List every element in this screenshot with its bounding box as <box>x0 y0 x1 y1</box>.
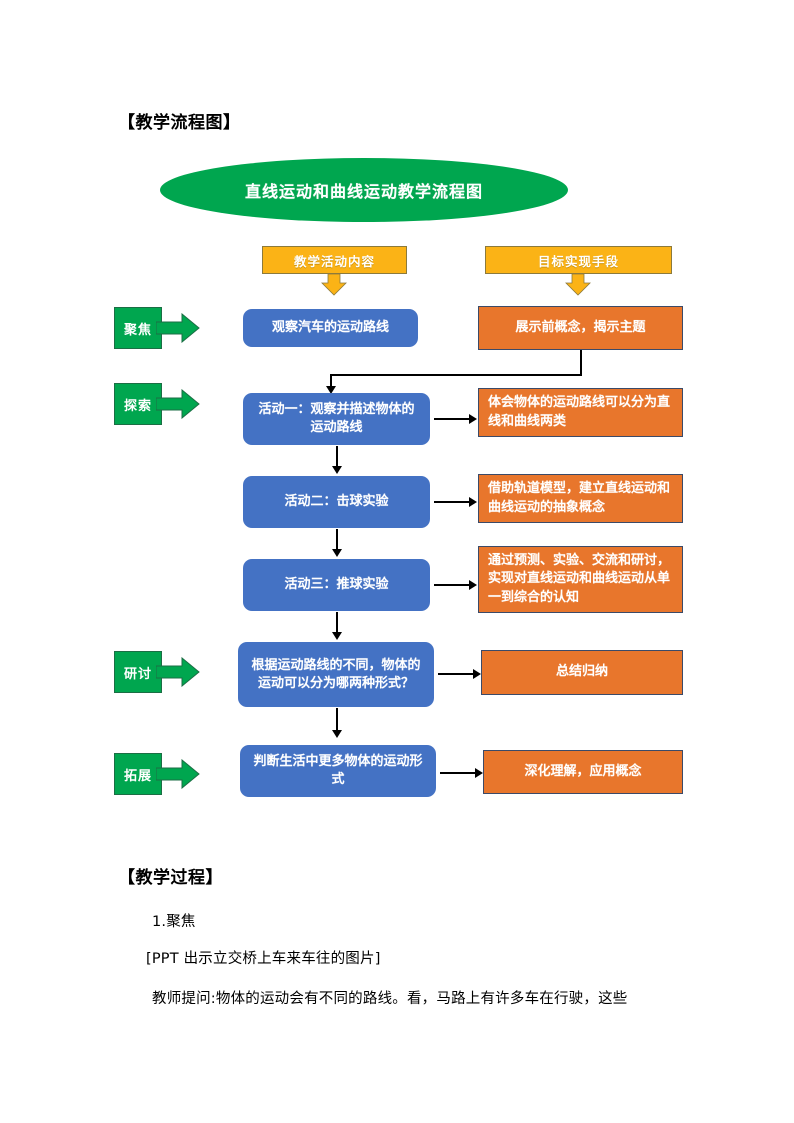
arrow-right-icon-discuss <box>155 656 200 688</box>
outcome-box-5: 深化理解，应用概念 <box>483 750 683 794</box>
connector-a3-to-o3 <box>434 584 470 586</box>
activity-box-5-text: 判断生活中更多物体的运动形式 <box>253 754 423 787</box>
outcome-box-0-text: 展示前概念，揭示主题 <box>515 319 646 335</box>
activity-box-3: 活动三：推球实验 <box>243 559 430 611</box>
teaching-flowchart: 直线运动和曲线运动教学流程图 教学活动内容 目标实现手段 聚焦 <box>0 140 794 830</box>
column-header-activity-content: 教学活动内容 <box>262 246 407 274</box>
activity-box-2: 活动二：击球实验 <box>243 476 430 528</box>
outcome-box-5-text: 深化理解，应用概念 <box>524 763 642 779</box>
outcome-box-4: 总结归纳 <box>481 650 683 695</box>
stage-label-explore-box: 探索 <box>114 383 162 425</box>
outcome-box-0: 展示前概念，揭示主题 <box>478 306 683 350</box>
arrowhead-right-o5 <box>475 768 483 778</box>
activity-box-4: 根据运动路线的不同，物体的运动可以分为哪两种形式？ <box>238 642 434 707</box>
stage-label-focus-text: 聚焦 <box>123 322 152 338</box>
arrowhead-down-to-a4 <box>332 632 342 640</box>
column-header-goal-means-label: 目标实现手段 <box>537 253 619 269</box>
arrowhead-right-o4 <box>473 669 481 679</box>
arrow-right-icon-extend <box>155 758 200 790</box>
stage-label-discuss-box: 研讨 <box>114 651 162 693</box>
arrowhead-down-to-a5 <box>332 730 342 738</box>
stage-label-extend-text: 拓展 <box>123 768 152 784</box>
stage-label-focus-box: 聚焦 <box>114 307 162 349</box>
body-line-2: [PPT 出示立交桥上车来车往的图片] <box>146 951 381 967</box>
connector-a2-to-a3 <box>336 529 338 551</box>
outcome-box-3-text: 通过预测、实验、交流和研讨，实现对直线运动和曲线运动从单一到综合的认知 <box>488 552 671 605</box>
activity-box-5: 判断生活中更多物体的运动形式 <box>240 745 436 797</box>
stage-label-extend: 拓展 <box>114 753 200 795</box>
page-title-process: 【教学过程】 <box>118 868 223 888</box>
body-line-3: 教师提问:物体的运动会有不同的路线。看，马路上有许多车在行驶，这些 <box>152 991 628 1007</box>
arrowhead-down-to-a1 <box>326 386 336 394</box>
flowchart-title-text: 直线运动和曲线运动教学流程图 <box>244 182 483 201</box>
flowchart-title-ellipse: 直线运动和曲线运动教学流程图 <box>160 158 568 222</box>
connector-a1-to-o1 <box>434 418 470 420</box>
activity-box-1: 活动一：观察并描述物体的运动路线 <box>243 393 430 445</box>
activity-box-2-text: 活动二：击球实验 <box>284 494 389 510</box>
outcome-box-1: 体会物体的运动路线可以分为直线和曲线两类 <box>478 388 683 437</box>
connector-a1-to-a2 <box>336 446 338 468</box>
stage-label-discuss-text: 研讨 <box>123 666 152 682</box>
connector-a4-to-o4 <box>438 673 474 675</box>
arrowhead-right-o1 <box>469 414 477 424</box>
arrow-right-icon-explore <box>155 388 200 420</box>
activity-box-0: 观察汽车的运动路线 <box>243 309 418 347</box>
stage-label-explore: 探索 <box>114 383 200 425</box>
outcome-box-2-text: 借助轨道模型，建立直线运动和曲线运动的抽象概念 <box>488 481 671 515</box>
stage-label-discuss: 研讨 <box>114 651 200 693</box>
connector-horizontal-o0 <box>330 374 582 376</box>
activity-box-1-text: 活动一：观察并描述物体的运动路线 <box>258 402 415 435</box>
column-header-activity-content-label: 教学活动内容 <box>293 253 375 269</box>
connector-a5-to-o5 <box>440 772 476 774</box>
outcome-box-4-text: 总结归纳 <box>555 664 608 680</box>
arrow-right-icon-focus <box>155 312 200 344</box>
connector-a2-to-o2 <box>434 501 470 503</box>
activity-box-4-text: 根据运动路线的不同，物体的运动可以分为哪两种形式？ <box>251 657 421 691</box>
connector-a4-to-a5 <box>336 708 338 732</box>
activity-box-3-text: 活动三：推球实验 <box>284 577 389 593</box>
outcome-box-3: 通过预测、实验、交流和研讨，实现对直线运动和曲线运动从单一到综合的认知 <box>478 546 683 613</box>
page-title-flowchart: 【教学流程图】 <box>118 113 241 133</box>
chevron-down-icon-goal <box>565 273 591 296</box>
stage-label-extend-box: 拓展 <box>114 753 162 795</box>
connector-vertical-to-a1 <box>330 374 332 388</box>
outcome-box-1-text: 体会物体的运动路线可以分为直线和曲线两类 <box>488 395 671 429</box>
activity-box-0-text: 观察汽车的运动路线 <box>271 320 389 336</box>
column-header-goal-means: 目标实现手段 <box>485 246 672 274</box>
outcome-box-2: 借助轨道模型，建立直线运动和曲线运动的抽象概念 <box>478 474 683 523</box>
arrowhead-right-o3 <box>469 580 477 590</box>
stage-label-focus: 聚焦 <box>114 307 200 349</box>
connector-vertical-o0 <box>580 350 582 376</box>
stage-label-explore-text: 探索 <box>123 398 152 414</box>
body-line-1: 1.聚焦 <box>152 914 196 930</box>
arrowhead-down-to-a3 <box>332 549 342 557</box>
arrowhead-down-to-a2 <box>332 466 342 474</box>
connector-a3-to-a4 <box>336 612 338 634</box>
arrowhead-right-o2 <box>469 497 477 507</box>
chevron-down-icon-activity <box>321 273 347 296</box>
